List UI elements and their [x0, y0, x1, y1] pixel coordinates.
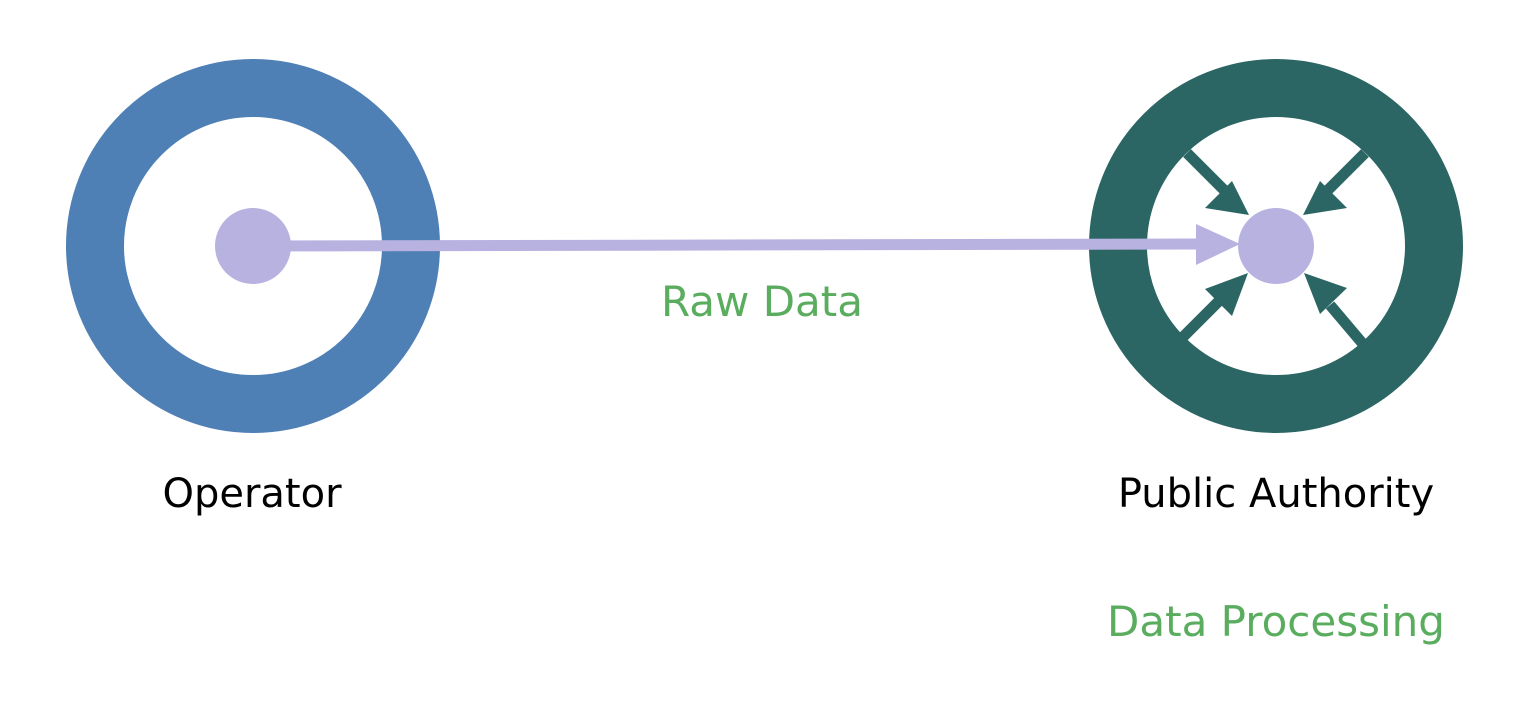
public-authority-dot	[1238, 208, 1314, 284]
raw-data-arrowhead-icon	[1196, 224, 1240, 265]
raw-data-arrow-line	[254, 238, 1201, 252]
arrow-bottom-left-icon	[1179, 273, 1248, 341]
arrow-top-left-icon	[1183, 149, 1249, 215]
operator-label: Operator	[162, 471, 342, 517]
arrow-bottom-right-icon	[1304, 273, 1368, 348]
raw-data-arrow	[254, 224, 1240, 265]
inward-arrows	[1179, 149, 1369, 348]
raw-data-label: Raw Data	[661, 277, 863, 326]
public-authority-label: Public Authority	[1117, 471, 1435, 517]
data-processing-label: Data Processing	[1107, 597, 1445, 646]
operator-dot	[215, 208, 291, 284]
arrow-top-right-icon	[1303, 149, 1369, 215]
